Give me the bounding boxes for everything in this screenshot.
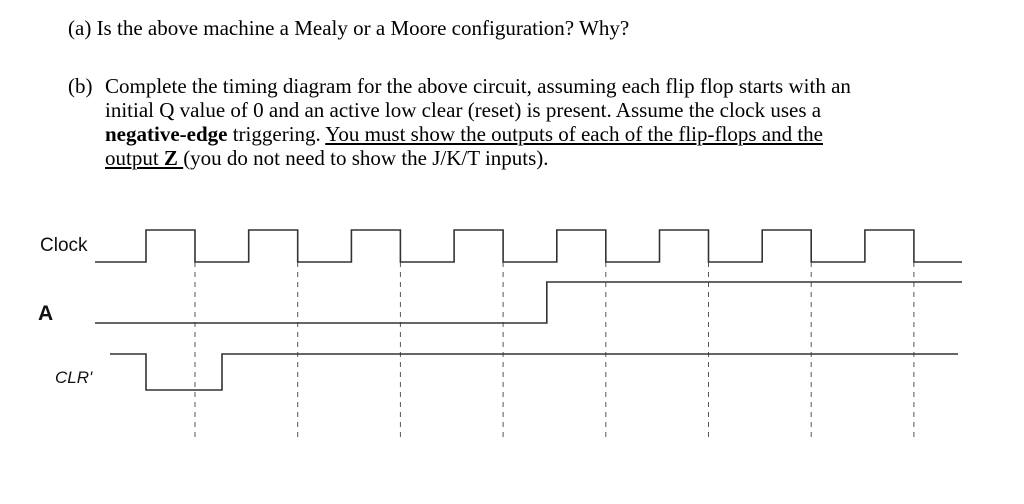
a-waveform bbox=[95, 281, 962, 324]
question-b-line-1: Complete the timing diagram for the abov… bbox=[105, 74, 851, 98]
clr-waveform bbox=[110, 353, 958, 391]
question-a: (a) Is the above machine a Mealy or a Mo… bbox=[68, 14, 629, 42]
instruction-underlined-2: output bbox=[105, 146, 164, 170]
question-b-line-3: negative-edge triggering. You must show … bbox=[105, 122, 968, 146]
question-b-body: Complete the timing diagram for the abov… bbox=[105, 74, 968, 170]
instruction-underlined-1: You must show the outputs of each of the… bbox=[325, 122, 823, 146]
clock-edge-guides bbox=[194, 262, 915, 440]
question-b-line-2: initial Q value of 0 and an active low c… bbox=[105, 98, 822, 122]
question-b-marker: (b) bbox=[68, 74, 93, 98]
negative-edge-term: negative-edge bbox=[105, 122, 228, 146]
question-a-marker: (a) bbox=[68, 16, 92, 40]
question-a-text: Is the above machine a Mealy or a Moore … bbox=[96, 16, 630, 40]
clock-label: Clock bbox=[40, 235, 88, 256]
question-b-line-4-rest: (you do not need to show the J/K/T input… bbox=[183, 146, 549, 170]
a-label: A bbox=[38, 302, 53, 325]
question-b: (b) Complete the timing diagram for the … bbox=[68, 74, 968, 170]
question-b-line-4: output Z (you do not need to show the J/… bbox=[105, 146, 968, 170]
clock-waveform bbox=[95, 229, 962, 263]
clr-label: CLR' bbox=[55, 368, 93, 387]
question-b-line-3-rest: triggering. bbox=[227, 122, 326, 146]
output-z-term: Z bbox=[163, 146, 184, 170]
